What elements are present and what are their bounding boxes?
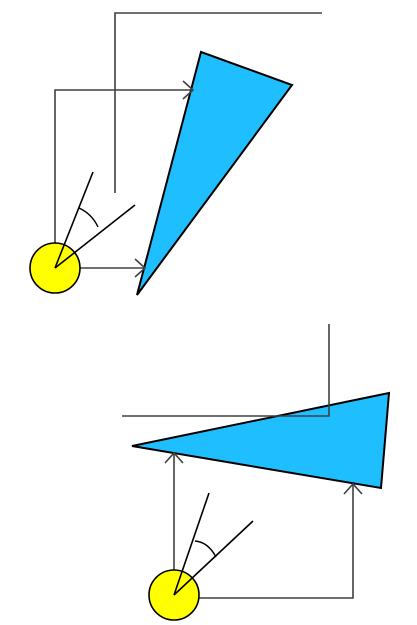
bottom-right-arrow [174, 484, 354, 599]
top-panel [29, 12, 322, 296]
bottom-angle-arc [194, 540, 217, 558]
top-blue-triangle [136, 50, 294, 296]
top-cone-line-steep [54, 171, 94, 269]
bottom-cone-line-steep [173, 492, 210, 596]
top-angle-arc [78, 207, 99, 228]
bottom-cone-line-shallow [173, 520, 254, 596]
top-upper-arrow [54, 89, 193, 268]
top-cone-line-shallow [54, 204, 136, 269]
top-upper-arrow-head [182, 80, 195, 100]
top-lower-arrow-head [134, 258, 147, 278]
bottom-left-arrow-head [164, 451, 184, 464]
bottom-right-arrow-head [343, 482, 363, 495]
bottom-reference-line [122, 324, 330, 417]
bottom-panel [122, 324, 391, 621]
top-reference-line [114, 12, 322, 193]
bottom-blue-triangle [131, 391, 391, 490]
